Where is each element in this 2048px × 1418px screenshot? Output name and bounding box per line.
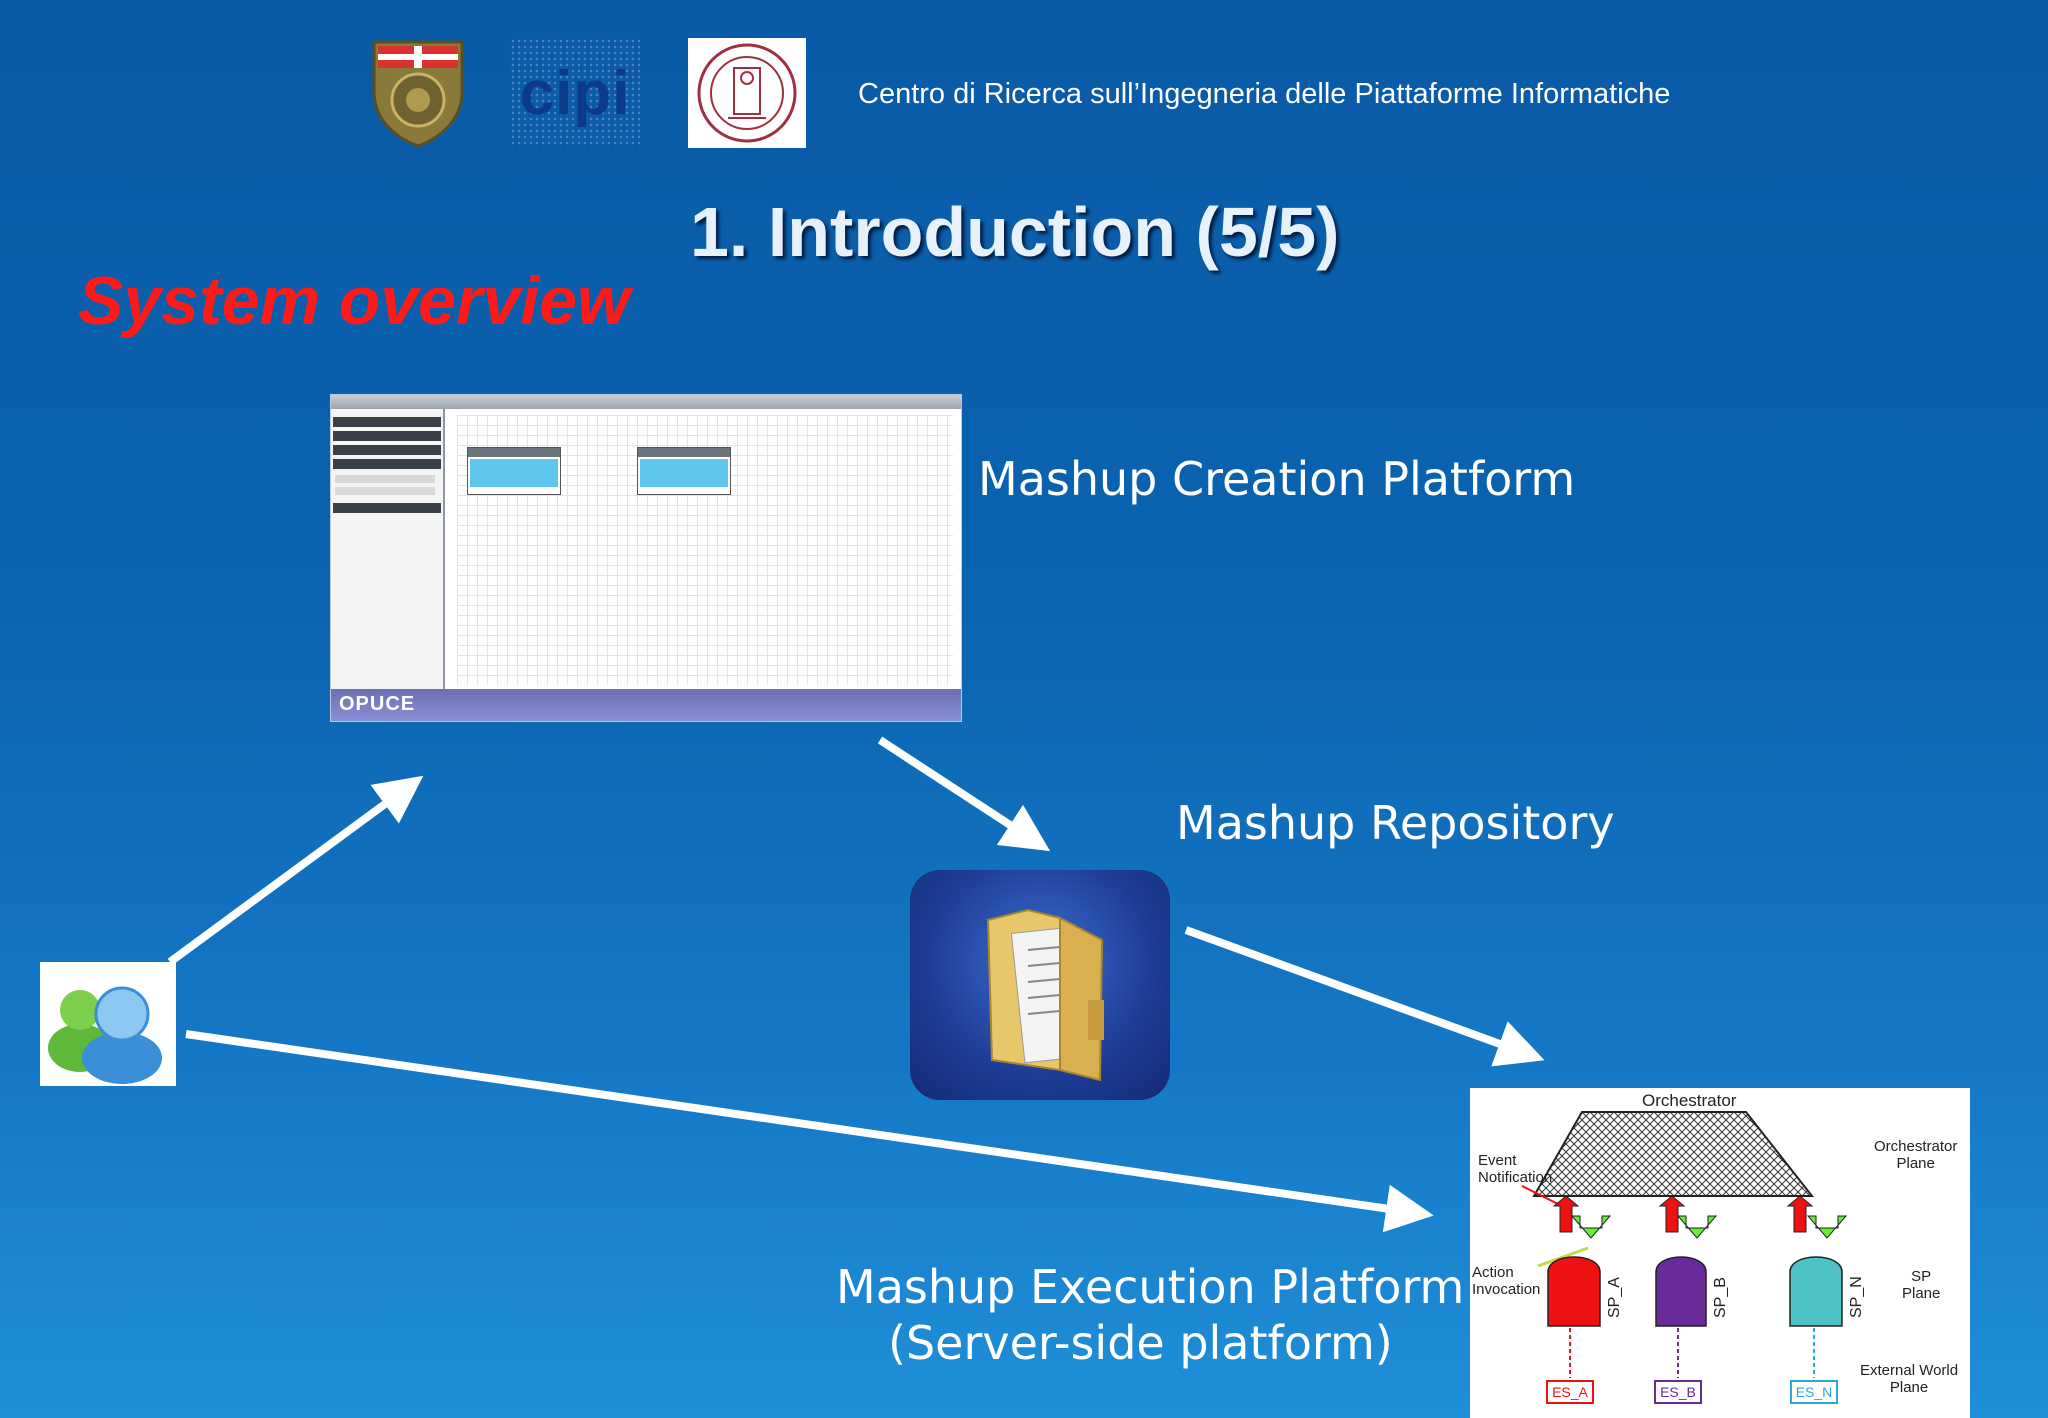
orchestrator-plane-label: Orchestrator Plane [1874, 1138, 1958, 1172]
es-n-box: ES_N [1790, 1380, 1838, 1404]
university-padova-seal [688, 38, 806, 148]
execution-platform-label-line2: (Server-side platform) [888, 1316, 1393, 1370]
screenshot-menubar [331, 395, 961, 409]
panel-row [333, 417, 441, 427]
repository-label: Mashup Repository [1176, 796, 1615, 850]
research-center-name: Centro di Ricerca sull’Ingegneria delle … [858, 78, 1671, 110]
opuce-brand: OPUCE [339, 693, 416, 715]
orchestrator-graphics [1521, 1111, 1848, 1378]
cipi-logo-text: cipi [519, 58, 631, 128]
action-invocation-label: Action Invocation [1472, 1264, 1541, 1298]
es-a-box: ES_A [1546, 1380, 1594, 1404]
creation-platform-label: Mashup Creation Platform [978, 452, 1576, 506]
sp-b-shape [1655, 1256, 1707, 1327]
panel-row [333, 431, 441, 441]
users-icon [40, 962, 176, 1086]
screenshot-footer: OPUCE [331, 689, 961, 721]
es-b-box: ES_B [1654, 1380, 1702, 1404]
cipi-logo: cipi [510, 38, 640, 148]
slide-subtitle: System overview [78, 263, 630, 339]
users-to-creation-arrow [167, 775, 424, 966]
execution-platform-label-line1: Mashup Execution Platform [836, 1260, 1465, 1314]
sp-plane-label: SP Plane [1902, 1268, 1941, 1302]
repository-to-execution-arrow [1184, 926, 1545, 1067]
orchestrator-diagram: Orchestrator Orchestrator Plane Event No… [1470, 1088, 1970, 1418]
event-notification-label: Event Notification [1478, 1152, 1553, 1186]
screenshot-canvas [457, 415, 953, 685]
orchestrator-title: Orchestrator [1642, 1091, 1737, 1110]
sp-n-arrows [1786, 1195, 1848, 1239]
panel-row [335, 475, 435, 483]
sp-a-shape [1547, 1256, 1601, 1327]
sp-n-shape [1789, 1256, 1843, 1327]
orchestrator-trapezoid [1532, 1111, 1815, 1197]
action-pointer-line [1537, 1246, 1589, 1268]
users-to-execution-arrow [185, 1030, 1434, 1233]
external-world-plane-label: External World Plane [1860, 1362, 1959, 1396]
canvas-node [637, 447, 731, 495]
sp-b-arrows [1658, 1195, 1718, 1239]
creation-platform-screenshot: OPUCE [330, 394, 962, 722]
university-genova-logo [368, 38, 468, 150]
screenshot-component-panel [331, 409, 445, 689]
slide-title: 1. Introduction (5/5) [690, 193, 1340, 271]
folder-icon [910, 870, 1170, 1100]
panel-row [333, 459, 441, 469]
canvas-node [467, 447, 561, 495]
panel-row [333, 503, 441, 513]
panel-row [335, 487, 435, 495]
creation-to-repository-arrow [877, 736, 1051, 852]
sp-a-arrows [1552, 1195, 1612, 1239]
panel-row [333, 445, 441, 455]
